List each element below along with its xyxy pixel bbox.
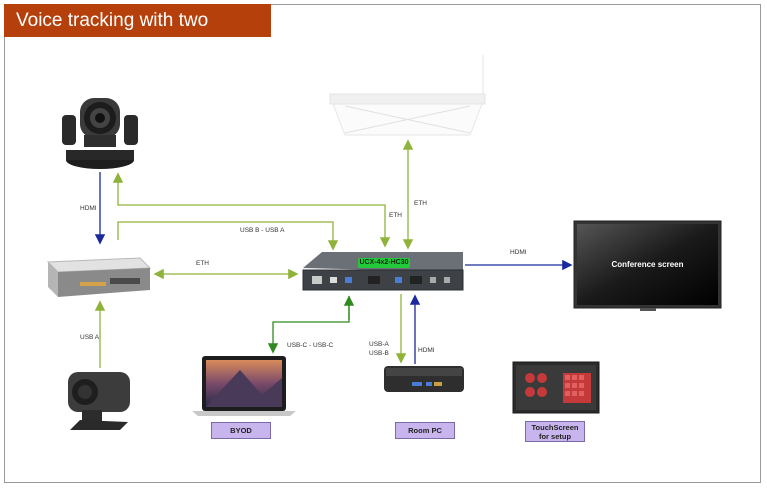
touchscreen-box: TouchScreen for setup [525, 421, 585, 442]
ptz-camera-icon [62, 98, 138, 169]
conference-screen-label: Conference screen [611, 260, 684, 269]
diagram-frame [4, 4, 761, 483]
label-usb-b-room: USB-B [369, 350, 389, 357]
label-eth-left: ETH [196, 260, 209, 267]
touchscreen-label-line1: TouchScreen [531, 423, 579, 432]
label-usb-a-left: USB A [80, 334, 100, 341]
conference-screen-icon [573, 220, 722, 311]
label-hdmi-camera: HDMI [80, 205, 97, 212]
switcher-label: UCX-4x2-HC30 [358, 258, 410, 268]
label-hdmi-screen: HDMI [510, 249, 527, 256]
byod-box: BYOD [211, 422, 271, 439]
label-usb-b-usb-a: USB B - USB A [240, 227, 285, 234]
room-pc-box: Room PC [395, 422, 455, 439]
touchscreen-icon [512, 361, 600, 414]
ceiling-microphone-icon [329, 55, 486, 136]
tracking-unit-icon [46, 257, 152, 297]
room-pc-icon [384, 366, 464, 392]
usb-b-usb-a-line [117, 221, 339, 251]
page-title: Voice tracking with two cameras [4, 4, 271, 64]
laptop-icon [192, 356, 296, 416]
eth-camera-line [112, 172, 391, 248]
touchscreen-label-line2: for setup [538, 432, 572, 442]
usb-camera-icon [68, 372, 130, 430]
label-usbc: USB-C - USB-C [287, 342, 334, 349]
label-eth-top-right: ETH [414, 200, 427, 207]
label-usb-a-room: USB-A [369, 341, 390, 348]
label-hdmi-room: HDMI [418, 347, 435, 354]
label-eth-top-left: ETH [389, 212, 402, 219]
